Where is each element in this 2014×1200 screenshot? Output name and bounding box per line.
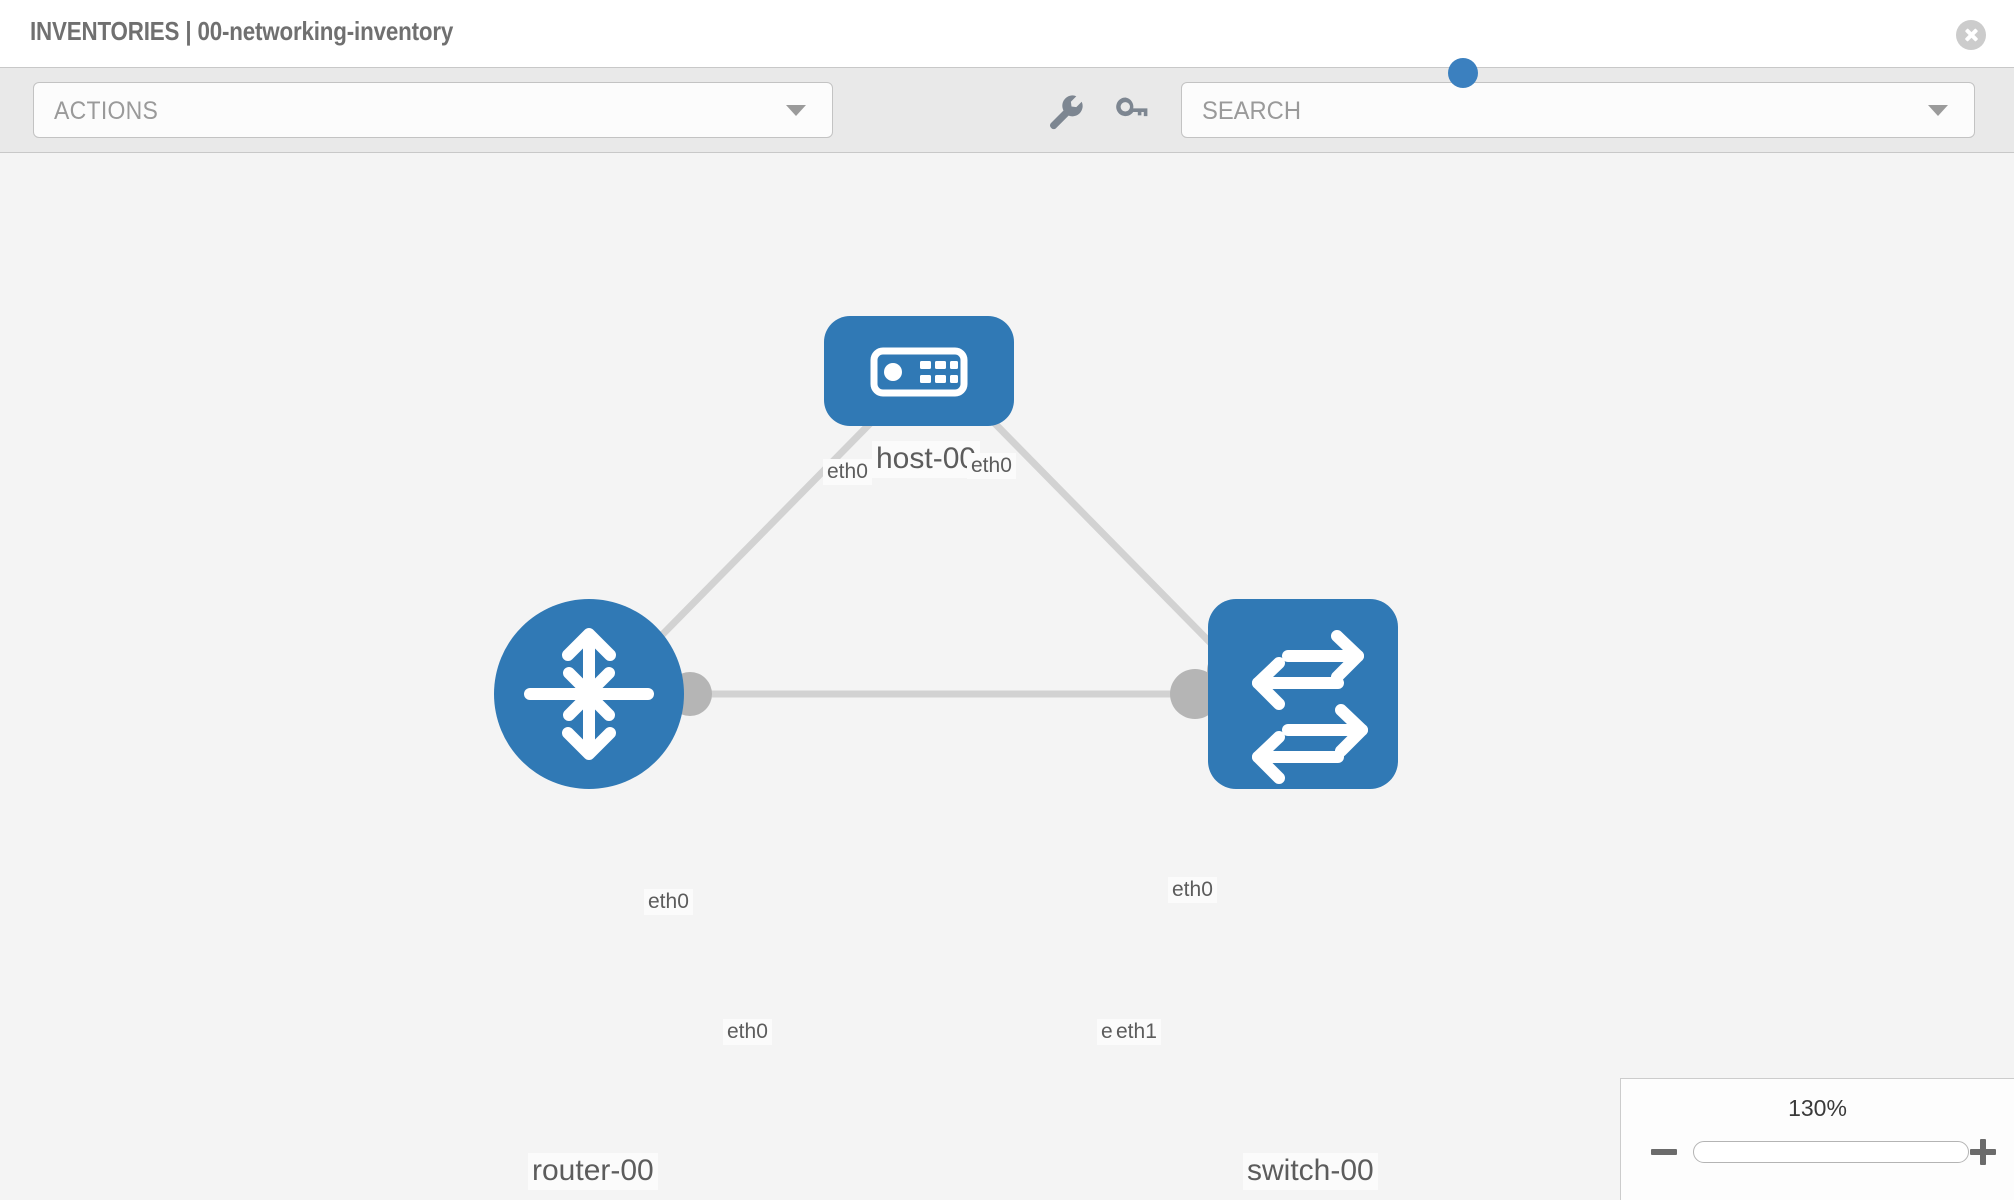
plus-icon[interactable] — [1968, 1137, 1998, 1167]
node-label-host-00: host-00 — [872, 441, 981, 478]
node-router-00 — [494, 599, 684, 789]
link-host-switch — [957, 385, 1248, 681]
zoom-level-value: 130% — [1788, 1095, 1847, 1121]
toolbar: ACTIONS SEARCH — [0, 68, 2014, 153]
iface-label-router-up: eth0 — [644, 889, 693, 916]
server-appliance-icon — [870, 347, 968, 397]
wrench-icon[interactable] — [1043, 90, 1085, 132]
minus-icon[interactable] — [1649, 1137, 1679, 1167]
key-icon[interactable] — [1110, 90, 1152, 132]
iface-label-switch-left: eth1 — [1112, 1019, 1161, 1046]
iface-label-host-left: eth0 — [823, 459, 872, 486]
zoom-slider-thumb[interactable] — [1448, 58, 1478, 88]
router-arrows-icon — [524, 628, 654, 760]
chevron-down-icon[interactable] — [1928, 105, 1948, 116]
topology-canvas[interactable]: host-00 router-00 switch-00 eth0 eth0 et… — [0, 153, 2014, 1200]
close-icon[interactable] — [1956, 20, 1986, 50]
iface-label-host-right: eth0 — [967, 453, 1016, 480]
chevron-down-icon — [786, 105, 806, 116]
topology-links — [597, 385, 1248, 701]
node-label-switch-00: switch-00 — [1243, 1153, 1378, 1190]
actions-dropdown-label: ACTIONS — [54, 97, 159, 125]
switch-arrows-icon — [1252, 630, 1368, 784]
node-label-router-00: router-00 — [528, 1153, 658, 1190]
zoom-control-panel: 130% — [1620, 1078, 2014, 1200]
iface-label-switch-up: eth0 — [1168, 877, 1217, 904]
page-title: INVENTORIES | 00-networking-inventory — [30, 16, 454, 46]
node-host-00 — [824, 316, 1014, 426]
iface-label-router-right: eth0 — [723, 1019, 772, 1046]
actions-dropdown[interactable]: ACTIONS — [33, 82, 833, 138]
search-input[interactable]: SEARCH — [1181, 82, 1975, 138]
zoom-slider-track[interactable] — [1693, 1141, 1969, 1163]
page-header: INVENTORIES | 00-networking-inventory — [0, 0, 2014, 68]
node-switch-00 — [1208, 599, 1398, 789]
search-placeholder: SEARCH — [1202, 97, 1301, 125]
endpoint-switch-left — [1170, 669, 1220, 719]
